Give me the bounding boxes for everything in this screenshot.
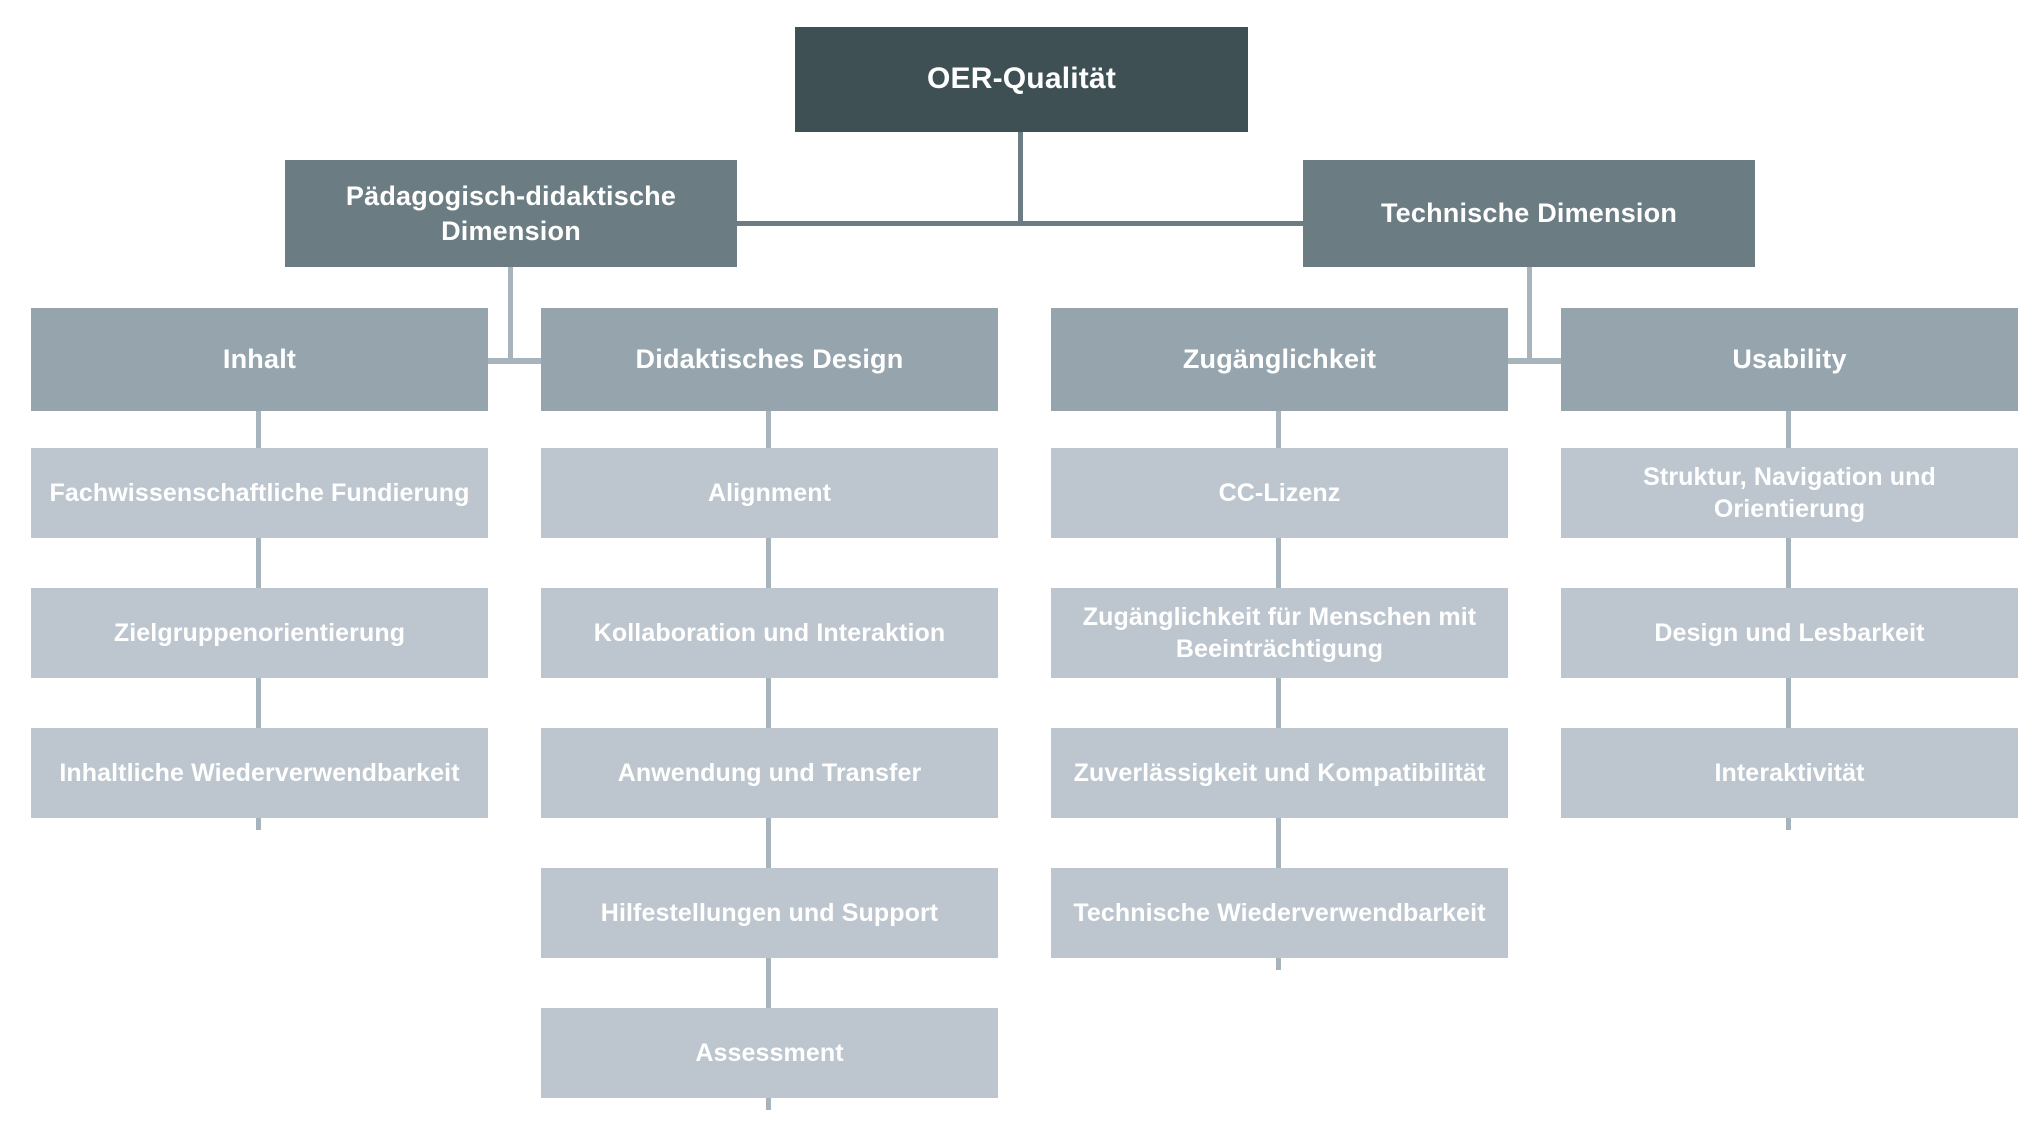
connector-paedagogisch-vertical: [508, 267, 513, 361]
node-dimension-paedagogisch-didaktisch[interactable]: Pädagogisch-didaktische Dimension: [285, 160, 737, 267]
connector-dimension-bus: [735, 221, 1305, 226]
node-leaf-cc-lizenz[interactable]: CC-Lizenz: [1051, 448, 1508, 538]
connector-technische-vertical: [1527, 267, 1532, 361]
node-leaf-interaktivitaet[interactable]: Interaktivität: [1561, 728, 2018, 818]
connector-left-category-bus: [488, 358, 543, 364]
node-leaf-assessment[interactable]: Assessment: [541, 1008, 998, 1098]
node-leaf-technische-wiederverwendbarkeit[interactable]: Technische Wiederverwendbarkeit: [1051, 868, 1508, 958]
node-leaf-fachwissenschaftliche-fundierung[interactable]: Fachwissenschaftliche Fundierung: [31, 448, 488, 538]
node-category-didaktisches-design[interactable]: Didaktisches Design: [541, 308, 998, 411]
connector-root-vertical: [1018, 132, 1023, 224]
node-leaf-zielgruppenorientierung[interactable]: Zielgruppenorientierung: [31, 588, 488, 678]
node-category-inhalt[interactable]: Inhalt: [31, 308, 488, 411]
connector-right-category-bus: [1507, 358, 1562, 364]
node-leaf-struktur-navigation-und-orientierung[interactable]: Struktur, Navigation und Orientierung: [1561, 448, 2018, 538]
node-leaf-inhaltliche-wiederverwendbarkeit[interactable]: Inhaltliche Wiederverwendbarkeit: [31, 728, 488, 818]
node-leaf-design-und-lesbarkeit[interactable]: Design und Lesbarkeit: [1561, 588, 2018, 678]
node-leaf-zuverlaessigkeit-und-kompatibilitaet[interactable]: Zuverlässigkeit und Kompatibilität: [1051, 728, 1508, 818]
node-leaf-anwendung-und-transfer[interactable]: Anwendung und Transfer: [541, 728, 998, 818]
node-leaf-hilfestellungen-und-support[interactable]: Hilfestellungen und Support: [541, 868, 998, 958]
node-dimension-technisch[interactable]: Technische Dimension: [1303, 160, 1755, 267]
node-leaf-alignment[interactable]: Alignment: [541, 448, 998, 538]
node-root-oer-qualitaet[interactable]: OER-Qualität: [795, 27, 1248, 132]
node-leaf-zugaenglichkeit-fuer-menschen-mit-beeintraechtigung[interactable]: Zugänglichkeit für Menschen mit Beeinträ…: [1051, 588, 1508, 678]
connector-column-zugaenglichkeit: [1276, 410, 1281, 970]
node-leaf-kollaboration-und-interaktion[interactable]: Kollaboration und Interaktion: [541, 588, 998, 678]
node-category-zugaenglichkeit[interactable]: Zugänglichkeit: [1051, 308, 1508, 411]
node-category-usability[interactable]: Usability: [1561, 308, 2018, 411]
